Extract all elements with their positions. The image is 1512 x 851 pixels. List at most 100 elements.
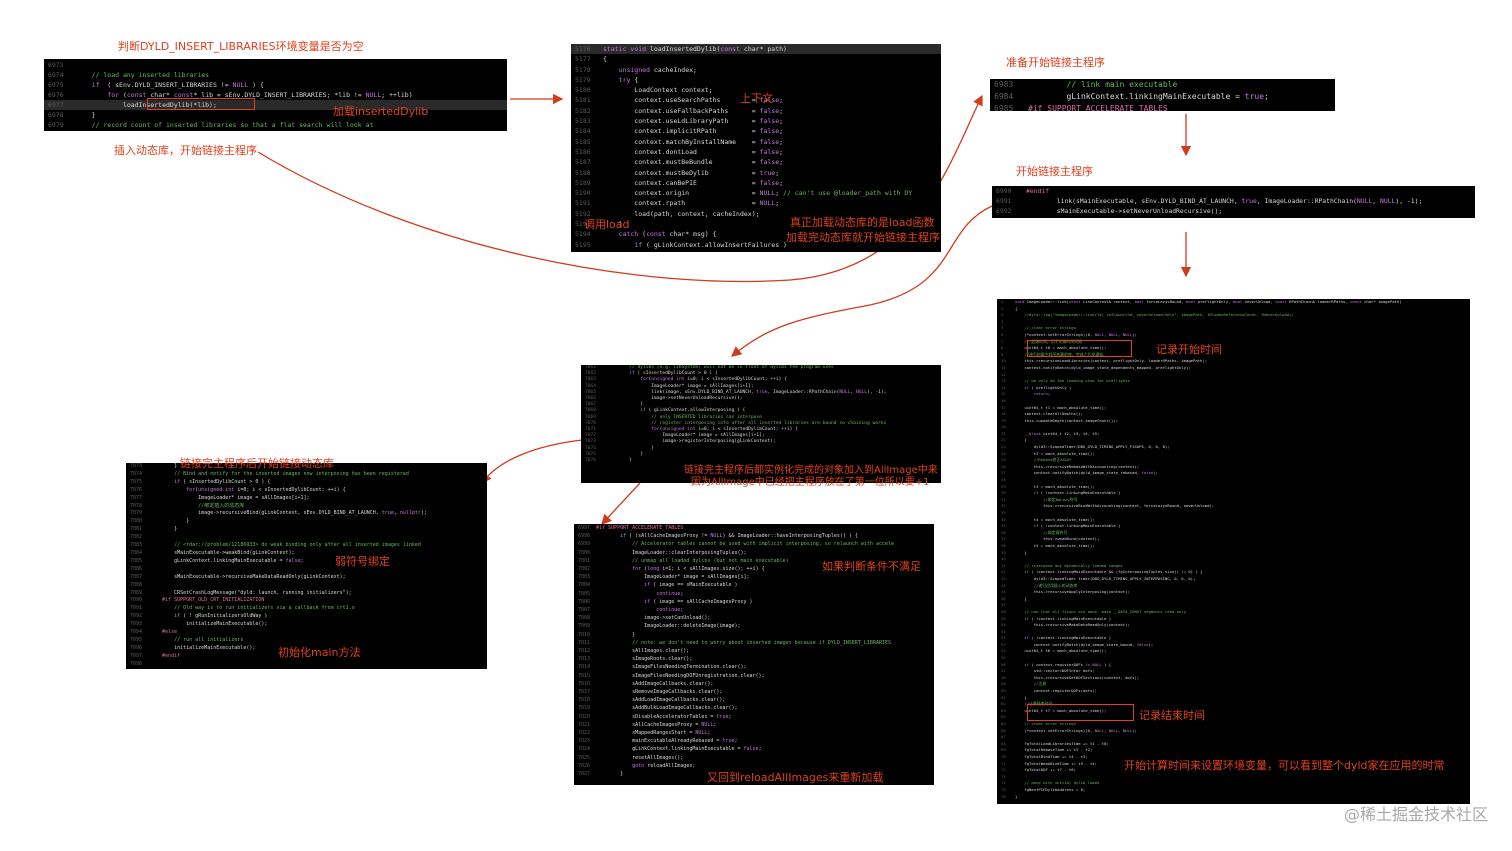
code-line: 52 if ( !context.linkingMainExecutable ) xyxy=(997,635,1470,642)
line-number: 5184 xyxy=(575,127,591,136)
code-line: 45 this->recursiveApplyInterposing(conte… xyxy=(997,589,1470,596)
code-line: 48 // now that all fixups are done, make… xyxy=(997,609,1470,616)
code-line: 7070 // register interposing info after … xyxy=(581,421,941,427)
line-number: 48 xyxy=(1001,608,1006,614)
line-number: 7065 xyxy=(585,389,597,395)
code-text: catch (const char* msg) { xyxy=(618,230,717,239)
code-text: if ( sInsertedDylibCount > 0 ) { xyxy=(629,371,718,377)
code-line: 7061 // dylibs (e.g. libSystem) will not… xyxy=(581,365,941,371)
line-number: 6975 xyxy=(48,81,64,89)
code-line: 5 // clear error strings xyxy=(997,325,1470,332)
line-number: 72 xyxy=(1001,767,1006,773)
line-number: 6983 xyxy=(994,80,1014,89)
code-line: 49 if ( !context.linkingMainExecutable ) xyxy=(997,616,1470,623)
line-number: 7075 xyxy=(130,478,143,485)
code-line: 7066 image->setNeverUnloadRecursive(); xyxy=(581,396,941,402)
code-text: fgTotalBindTime += t4 - t3; xyxy=(1015,753,1088,759)
code-text: } xyxy=(150,526,178,533)
code-text: resetAllImages(); xyxy=(596,754,684,761)
code-text: if ( !context.linkingMainExecutable ) xyxy=(1033,523,1121,529)
code-text: if ( ! gRunInitializersOldWay ) xyxy=(174,613,268,620)
line-number: 7078 xyxy=(130,502,143,509)
line-number: 7097 xyxy=(130,652,143,659)
code-line: 5185 context.matchByInstallName = false; xyxy=(571,137,941,147)
line-number: 7091 xyxy=(130,605,143,612)
code-text: if ( (sAllCacheImagesProxy != NULL) && I… xyxy=(620,533,858,540)
code-text: context.implicitRPath = false; xyxy=(603,127,784,136)
line-number: 7096 xyxy=(130,644,143,651)
code-text: image->setCanUnload(); xyxy=(596,615,711,622)
code-line: 46 } xyxy=(997,596,1470,603)
code-line: 5192 load(path, context, cacheIndex); xyxy=(571,209,941,219)
code-text: sAllCacheImagesProxy = NULL; xyxy=(596,721,717,728)
code-line: 7021 sAllCacheImagesProxy = NULL; xyxy=(574,721,934,729)
line-number: 6976 xyxy=(48,91,64,99)
code-line: 5177{ xyxy=(571,54,941,64)
code-line: 67 xyxy=(997,734,1470,741)
code-text: fgTotalRebaseTime += t3 - t2; xyxy=(1015,747,1093,753)
line-number: 5188 xyxy=(575,168,591,177)
code-text: loadInsertedDylib(*lib); xyxy=(76,101,217,109)
line-number: 6999 xyxy=(578,541,591,548)
code-line: 5179 try { xyxy=(571,75,941,85)
code-line: 8 uint64_t t0 = mach_absolute_time(); xyxy=(997,345,1470,352)
line-number: 7088 xyxy=(130,581,143,588)
line-number: 64 xyxy=(1001,714,1006,720)
code-line: 64 xyxy=(997,714,1470,721)
line-number: 7002 xyxy=(578,566,591,573)
code-line: 15 return; xyxy=(997,391,1470,398)
code-line: 69 fgTotalRebaseTime += t3 - t2; xyxy=(997,747,1470,754)
code-line: 7014 sImageFilesNeedingTermination.clear… xyxy=(574,663,934,671)
code-text: if ( !context.linkingMainExecutable ) xyxy=(1024,635,1112,641)
line-number: 5187 xyxy=(575,158,591,167)
code-text: gLinkContext.linkingMainExecutable = fal… xyxy=(150,557,304,564)
line-number: 44 xyxy=(1001,582,1006,588)
line-number: 29 xyxy=(1001,483,1006,489)
code-text: (*context.setErrorStrings)(0, NULL, NULL… xyxy=(1015,727,1137,733)
line-number: 7087 xyxy=(130,573,143,580)
line-number: 40 xyxy=(1001,556,1006,562)
line-number: 5191 xyxy=(575,199,591,208)
code-text: context.rpath = NULL; xyxy=(603,199,780,208)
line-number: 7064 xyxy=(585,383,597,389)
line-number: 5180 xyxy=(575,86,591,95)
code-line: 7077 ImageLoader* image = sAllImages[i+1… xyxy=(126,495,487,503)
line-number: 46 xyxy=(1001,595,1006,601)
line-number: 7003 xyxy=(578,574,591,581)
code-line: 7091 // Old way is to run initializers v… xyxy=(126,605,487,613)
code-text: context.origin = NULL; // can't use @loa… xyxy=(603,189,913,198)
line-number: 38 xyxy=(1001,542,1006,548)
line-number: 7025 xyxy=(578,754,591,761)
line-number: 50 xyxy=(1001,622,1006,628)
code-line: 14 if ( preflightOnly ) xyxy=(997,385,1470,392)
code-line: 55 xyxy=(997,655,1470,662)
line-number: 55 xyxy=(1001,655,1006,661)
code-line: 7020 sDisableAcceleratorTables = true; xyxy=(574,713,934,721)
code-line: 7025 resetAllImages(); xyxy=(574,754,934,762)
arrow-panel5-to-panel6 xyxy=(481,439,583,485)
line-number: 59 xyxy=(1001,681,1006,687)
arrow-panel5-to-panel7 xyxy=(601,482,641,525)
code-text: t5 = mach_absolute_time(); xyxy=(1015,542,1095,548)
annotation-prepare-link: 准备开始链接主程序 xyxy=(1006,56,1105,69)
code-text: sDisableAcceleratorTables = true; xyxy=(596,713,732,720)
code-text: try { xyxy=(618,75,639,84)
line-number: 7079 xyxy=(130,510,143,517)
annotation-load-inserted: 加载insertedDylib xyxy=(333,105,429,118)
code-line: 7074 } xyxy=(581,446,941,452)
code-text: } xyxy=(607,402,643,408)
line-number: 61 xyxy=(1001,694,1006,700)
code-text: if ( !context.linkingMainExecutable ) xyxy=(1024,615,1112,621)
line-number: 12 xyxy=(1001,371,1006,377)
code-line: 6975 if ( sEnv.DYLD_INSERT_LIBRARIES != … xyxy=(44,80,507,90)
code-line: 23 dyld3::ScopedTimer(DBG_DYLD_TIMING_AP… xyxy=(997,444,1470,451)
code-text: // Old way is to run initializers via a … xyxy=(174,605,355,612)
line-number: 60 xyxy=(1001,688,1006,694)
code-line: 76} xyxy=(997,794,1470,801)
line-number: 5185 xyxy=(575,137,591,146)
line-number: 25 xyxy=(1001,457,1006,463)
code-line: 7001 // unmap all loaded dylibs (but not… xyxy=(574,557,934,565)
annotation-if-fail: 如果判断条件不满足 xyxy=(822,560,921,573)
code-line: 7071 for(unsigned int i=0; i < sInserted… xyxy=(581,427,941,433)
